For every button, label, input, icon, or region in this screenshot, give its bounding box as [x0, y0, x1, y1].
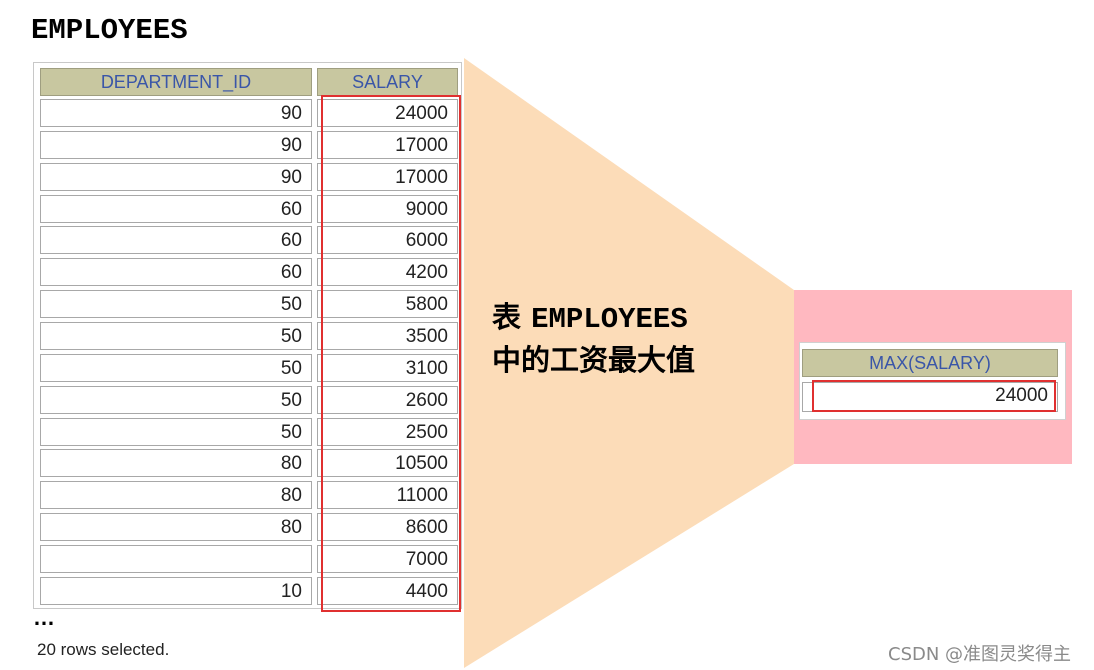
table-cell-salary: 17000: [317, 131, 458, 159]
table-cell-department: 90: [40, 163, 312, 191]
table-cell-department: 10: [40, 577, 312, 605]
ellipsis: …: [33, 605, 56, 630]
table-cell-salary: 3500: [317, 322, 458, 350]
table-cell-salary: 4200: [317, 258, 458, 286]
table-cell-salary: 2500: [317, 418, 458, 446]
table-cell-salary: 9000: [317, 195, 458, 223]
caption-prefix: 表: [492, 300, 532, 334]
table-cell-salary: 2600: [317, 386, 458, 414]
table-cell-department: 50: [40, 322, 312, 350]
table-cell-department: 50: [40, 418, 312, 446]
caption: 表 EMPLOYEES 中的工资最大值: [492, 297, 695, 380]
table-cell-department: 80: [40, 481, 312, 509]
table-cell-salary: 6000: [317, 226, 458, 254]
table-cell-salary: 5800: [317, 290, 458, 318]
table-cell-department: 80: [40, 513, 312, 541]
table-cell-salary: 10500: [317, 449, 458, 477]
result-value: 24000: [812, 380, 1056, 412]
table-cell-salary: 11000: [317, 481, 458, 509]
column-header-max-salary: MAX(SALARY): [802, 349, 1058, 377]
table-cell-salary: 8600: [317, 513, 458, 541]
column-header-department: DEPARTMENT_ID: [40, 68, 312, 96]
table-cell-salary: 4400: [317, 577, 458, 605]
table-cell-department: 50: [40, 386, 312, 414]
result-cell: [802, 382, 1058, 412]
salary-highlight-box: [321, 95, 461, 612]
table-cell-department: 80: [40, 449, 312, 477]
caption-table-name: EMPLOYEES: [531, 303, 688, 336]
table-cell-department: 60: [40, 195, 312, 223]
table-cell-department: 60: [40, 226, 312, 254]
table-cell-department: 90: [40, 99, 312, 127]
table-cell-salary: 3100: [317, 354, 458, 382]
table-cell-salary: 7000: [317, 545, 458, 573]
table-cell-salary: 17000: [317, 163, 458, 191]
caption-line2: 中的工资最大值: [492, 343, 696, 377]
rows-selected-status: 20 rows selected.: [37, 640, 170, 659]
column-header-salary: SALARY: [317, 68, 458, 96]
table-cell-department: [40, 545, 312, 573]
table-cell-department: 50: [40, 354, 312, 382]
table-cell-department: 50: [40, 290, 312, 318]
table-cell-department: 60: [40, 258, 312, 286]
table-cell-salary: 24000: [317, 99, 458, 127]
table-title: EMPLOYEES: [31, 14, 188, 47]
table-cell-department: 90: [40, 131, 312, 159]
watermark: CSDN @准图灵奖得主: [888, 644, 1072, 665]
